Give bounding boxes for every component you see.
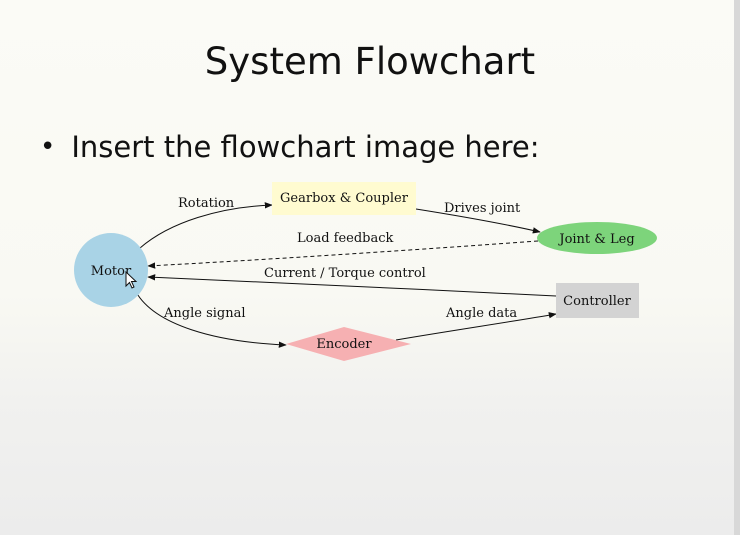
edge-load-feedback xyxy=(147,240,539,269)
bullet-dot-icon: • xyxy=(40,132,56,162)
edge-rotation-label: Rotation xyxy=(178,196,235,211)
node-controller[interactable] xyxy=(556,283,639,318)
edge-angle-data xyxy=(395,312,557,341)
node-gearbox[interactable] xyxy=(272,182,416,215)
edge-current-torque xyxy=(147,274,557,297)
node-encoder[interactable] xyxy=(286,327,411,361)
edge-current-torque-label: Current / Torque control xyxy=(264,266,426,281)
edge-drives-joint-label: Drives joint xyxy=(444,201,521,216)
edge-angle-signal xyxy=(135,291,287,348)
bullet-text: Insert the flowchart image here: xyxy=(71,130,540,164)
node-joint-label: Joint & Leg xyxy=(557,232,634,247)
slide-title: System Flowchart xyxy=(204,40,536,83)
edge-rotation xyxy=(139,202,273,249)
node-joint[interactable] xyxy=(537,222,657,254)
node-gearbox-label: Gearbox & Coupler xyxy=(280,191,409,206)
mouse-pointer-icon xyxy=(125,270,138,289)
node-motor[interactable] xyxy=(74,233,148,307)
edge-angle-data-label: Angle data xyxy=(445,306,517,321)
node-controller-label: Controller xyxy=(563,294,631,309)
bullet-item: • Insert the flowchart image here: xyxy=(40,130,540,164)
edge-angle-signal-label: Angle signal xyxy=(163,306,246,321)
edge-drives-joint xyxy=(415,208,541,234)
edge-load-feedback-label: Load feedback xyxy=(297,231,394,246)
node-motor-label: Motor xyxy=(91,264,132,279)
node-encoder-label: Encoder xyxy=(316,337,372,352)
window-edge xyxy=(734,0,740,535)
